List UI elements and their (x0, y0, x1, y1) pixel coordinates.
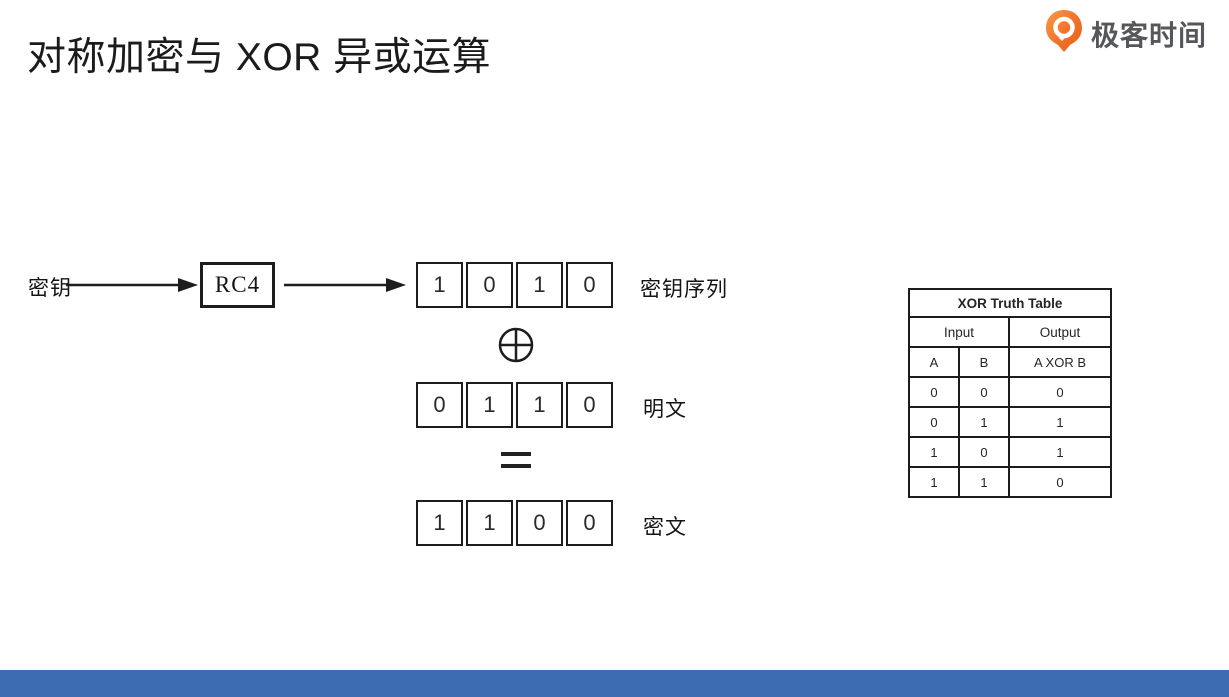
truth-table-cell: 1 (1008, 436, 1112, 468)
bit-cell: 0 (516, 500, 563, 546)
key-label: 密钥 (28, 276, 72, 300)
truth-table-cell: 0 (958, 376, 1010, 408)
truth-table-cell: 1 (958, 406, 1010, 438)
equals-icon (501, 452, 531, 476)
truth-table-io-row: Input Output (908, 316, 1112, 348)
truth-table-cell: 1 (908, 466, 960, 498)
bit-cell: 0 (566, 500, 613, 546)
bit-cell: 0 (566, 262, 613, 308)
truth-table-cell: 0 (908, 406, 960, 438)
bit-cell: 1 (466, 382, 513, 428)
rc4-box: RC4 (200, 262, 275, 308)
bit-cell: 1 (466, 500, 513, 546)
keystream-label: 密钥序列 (640, 277, 728, 301)
bit-cell: 1 (416, 262, 463, 308)
xor-truth-table: XOR Truth Table Input Output A B A XOR B… (908, 288, 1112, 498)
plaintext-label: 明文 (643, 397, 687, 421)
truth-table-column-row: A B A XOR B (908, 346, 1112, 378)
truth-table-cell: 1 (1008, 406, 1112, 438)
truth-table-cell: 0 (1008, 466, 1112, 498)
truth-table-cell: 0 (908, 376, 960, 408)
xor-circle-icon (498, 327, 534, 363)
page-title: 对称加密与 XOR 异或运算 (27, 36, 492, 79)
truth-table-cell: 0 (958, 436, 1010, 468)
geektime-logo-text: 极客时间 (1090, 19, 1207, 51)
footer-bar (0, 670, 1229, 697)
truth-table-output-header: Output (1008, 316, 1112, 348)
truth-table-cell: 0 (1008, 376, 1112, 408)
arrow-rc4-to-keystream (284, 278, 406, 292)
bit-cell: 1 (516, 382, 563, 428)
truth-table-col-axorb: A XOR B (1008, 346, 1112, 378)
truth-table-col-b: B (958, 346, 1010, 378)
truth-table-input-header: Input (908, 316, 1010, 348)
ciphertext-label: 密文 (643, 515, 687, 539)
arrow-key-to-rc4 (66, 278, 198, 292)
bit-cell: 0 (416, 382, 463, 428)
geektime-logo: 极客时间 (1044, 9, 1207, 58)
geektime-logo-icon (1044, 9, 1084, 58)
truth-table-cell: 1 (908, 436, 960, 468)
bit-cell: 1 (416, 500, 463, 546)
bit-cell: 0 (466, 262, 513, 308)
truth-table-col-a: A (908, 346, 960, 378)
bit-cell: 1 (516, 262, 563, 308)
truth-table-title-row: XOR Truth Table (908, 288, 1112, 318)
bit-cell: 0 (566, 382, 613, 428)
truth-table-cell: 1 (958, 466, 1010, 498)
truth-table-title: XOR Truth Table (908, 288, 1112, 318)
